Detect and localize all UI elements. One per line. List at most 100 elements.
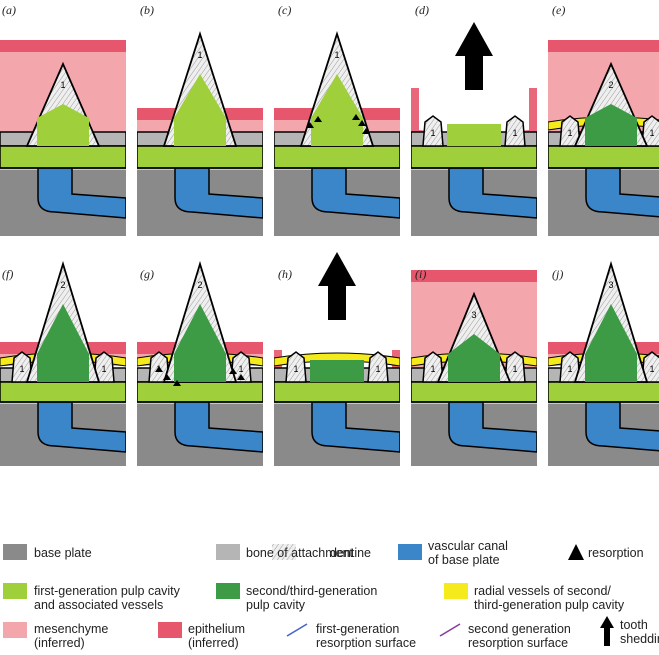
resorption-marker [229, 368, 237, 374]
first-gen-pulp-band [137, 381, 263, 403]
vascular-canal [174, 391, 263, 453]
tooth-pulp [585, 104, 637, 146]
tooth-number: 1 [197, 50, 202, 60]
socket-pulp [447, 124, 501, 146]
vascular-canal [448, 391, 537, 453]
remnant-tooth [367, 351, 389, 383]
legend-label-radial-vessels: radial vessels of second/ third-generati… [474, 584, 625, 612]
legend-swatch-epithelium [158, 622, 182, 638]
resorption-marker [358, 120, 366, 126]
vascular-canal [448, 157, 537, 219]
first-gen-pulp-band [0, 145, 126, 169]
vascular-canal [311, 157, 400, 219]
legend-label-bone-of-attachment: bone of attachment [246, 546, 354, 560]
tooth-pulp [37, 104, 89, 146]
panel-label: (g) [140, 267, 154, 281]
remnant-tooth [93, 351, 115, 383]
resorption-marker [173, 380, 181, 386]
panel-label: (i) [415, 267, 427, 281]
panel-label: (c) [278, 3, 292, 17]
remnant-tooth [504, 351, 526, 383]
radial-vessels [274, 352, 400, 367]
resorption-marker [362, 128, 370, 134]
legend-label-first-gen-pulp: first-generation pulp cavity and associa… [34, 584, 180, 612]
legend-resorption-icon [568, 544, 584, 560]
vascular-canal [311, 391, 400, 453]
tooth-number: 1 [430, 128, 435, 138]
legend-swatch-radial-vessels [444, 583, 468, 599]
vascular-canal [585, 391, 659, 452]
first-gen-pulp-band [411, 145, 537, 169]
legend-label-base-plate: base plate [34, 546, 92, 560]
tooth-pulp [585, 304, 637, 382]
tooth-number: 1 [649, 364, 654, 374]
vascular-canal [37, 391, 126, 453]
tooth-number: 1 [293, 364, 298, 374]
resorption-marker [155, 366, 163, 372]
first-gen-pulp-band [274, 145, 400, 169]
shedding-arrow [318, 252, 356, 320]
panel-c: 1 [274, 31, 400, 236]
panel-label: (b) [140, 3, 154, 17]
remnant-tooth [230, 351, 252, 383]
panel-label: (h) [278, 267, 292, 281]
tooth-number: 1 [19, 364, 24, 374]
tooth-number: 1 [567, 364, 572, 374]
resorption-marker [306, 122, 314, 128]
epithelium-band [411, 270, 537, 282]
panel-a: 1 [0, 40, 126, 236]
first-gen-pulp-band [274, 381, 400, 403]
tooth-number: 1 [430, 364, 435, 374]
legend-label-mesenchyme: mesenchyme (inferred) [34, 622, 109, 650]
legend-swatch-second-third-gen-pulp [216, 583, 240, 599]
tooth-number: 2 [60, 280, 65, 290]
panel-label: (f) [2, 267, 14, 281]
legend-label-tooth-shedding: tooth shedding [620, 618, 659, 646]
tooth-pulp [174, 304, 226, 382]
legend-label-second-gen-resorption-surface: second generation resorption surface [468, 622, 571, 650]
epithelium-band [0, 40, 126, 52]
legend-swatch-second-gen-resorption-surface [439, 623, 461, 637]
remnant-tooth [504, 115, 526, 147]
panel-f: 1 1 2 [0, 260, 126, 466]
tooth-number: 3 [471, 310, 476, 320]
legend-label-epithelium: epithelium (inferred) [188, 622, 245, 650]
tooth-number: 1 [512, 364, 517, 374]
panel-label: (a) [2, 3, 16, 17]
first-gen-pulp-band [548, 145, 659, 169]
tooth-number: 1 [649, 128, 654, 138]
panel-i: 1 1 3 [411, 270, 537, 466]
tooth-number: 2 [608, 80, 613, 90]
first-gen-pulp-band [548, 381, 659, 403]
first-gen-pulp-band [137, 145, 263, 169]
vascular-canal [37, 157, 126, 219]
tooth-number: 1 [334, 50, 339, 60]
legend-label-dentine: dentine [330, 546, 372, 560]
legend-label-resorption: resorption [588, 546, 644, 560]
first-gen-pulp-band [0, 381, 126, 403]
socket-pulp [310, 360, 364, 382]
legend-shedding-arrow-icon [600, 616, 614, 646]
remnant-tooth [285, 351, 307, 383]
panel-j: 1 1 3 [548, 260, 659, 466]
tooth-number: 3 [608, 280, 613, 290]
legend-label-vascular-canal: vascular canal of base plate [428, 539, 508, 567]
tooth-number: 1 [101, 364, 106, 374]
panel-label: (e) [552, 3, 566, 17]
legend-swatch-dentine [272, 544, 296, 560]
panel-label: (j) [552, 267, 564, 281]
resorption-marker [163, 374, 171, 380]
tooth-number: 1 [567, 128, 572, 138]
shedding-arrow [455, 22, 493, 90]
resorption-marker [314, 116, 322, 122]
tooth-number: 1 [238, 364, 243, 374]
legend-swatch-first-gen-pulp [3, 583, 27, 599]
resorption-marker [237, 374, 245, 380]
legend-label-second-third-gen-pulp: second/third-generation pulp cavity [246, 584, 378, 612]
legend-swatch-mesenchyme [3, 622, 27, 638]
legend-swatch-first-gen-resorption-surface [286, 623, 308, 637]
legend-label-first-gen-resorption-surface: first-generation resorption surface [316, 622, 417, 650]
